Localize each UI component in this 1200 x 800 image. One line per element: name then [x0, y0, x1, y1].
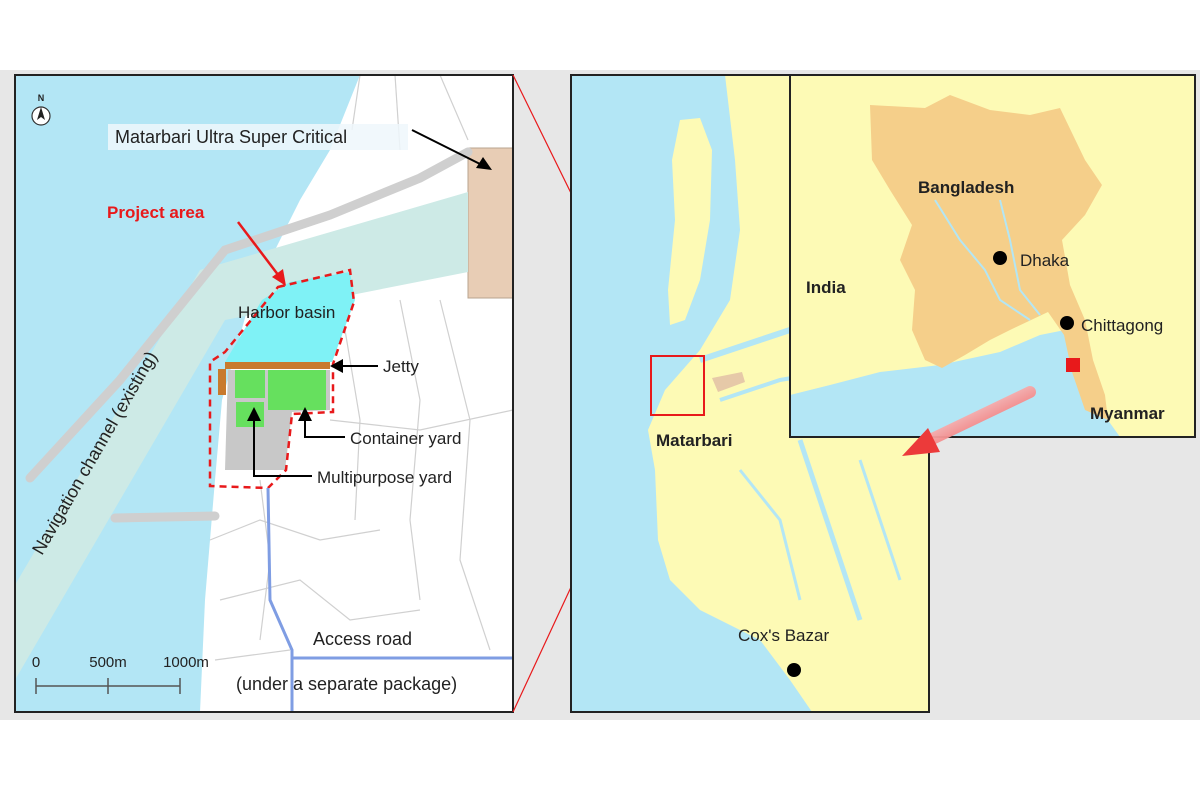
matarbari-location-marker [1066, 358, 1080, 372]
access-road-note: (under a separate package) [236, 674, 457, 694]
access-road-label: Access road [313, 629, 412, 649]
yard-block-west [235, 370, 265, 398]
chittagong-marker [1060, 316, 1074, 330]
power-plant-label-bg [108, 124, 408, 150]
coxs-bazar-label: Cox's Bazar [738, 626, 829, 645]
project-area-label: Project area [107, 203, 205, 222]
coxs-bazar-marker [787, 663, 801, 677]
inset-rivers [934, 199, 1041, 321]
overview-island [668, 118, 712, 325]
south-breakwater [110, 511, 220, 523]
power-plant-label: Matarbari Ultra Super Critical [115, 127, 347, 147]
inset-map-frame [789, 74, 1196, 438]
navigation-channel [15, 192, 468, 680]
detail-map: N Matarbari Ultra Super Critical Project… [15, 75, 513, 712]
container-yard-block [268, 370, 326, 410]
jetty-label: Jetty [383, 357, 419, 376]
multipurpose-yard-label: Multipurpose yard [317, 468, 452, 487]
location-pointer-arrow [902, 386, 1036, 456]
myanmar-label: Myanmar [1090, 404, 1165, 423]
detail-map-frame [14, 74, 514, 713]
jetty [225, 362, 330, 369]
container-yard-label: Container yard [350, 429, 462, 448]
matarbari-highlight [712, 372, 745, 392]
inset-map: Bangladesh India Myanmar Dhaka Chittagon… [790, 75, 1195, 437]
bangladesh-label: Bangladesh [918, 178, 1014, 197]
multipurpose-yard-block [236, 402, 264, 427]
project-area-boundary [208, 268, 356, 490]
annotation-arrows [237, 129, 492, 477]
dhaka-label: Dhaka [1020, 251, 1070, 270]
india-label: India [806, 278, 846, 297]
matarbari-label: Matarbari [656, 431, 733, 450]
chittagong-label: Chittagong [1081, 316, 1163, 335]
north-label: N [38, 93, 45, 103]
harbor-basin [225, 272, 355, 362]
north-arrow-icon [31, 106, 51, 126]
scale-label-1000m: 1000m [163, 654, 209, 671]
jetty-west-arm [218, 369, 226, 395]
matarbari-zoom-box [650, 355, 705, 416]
inset-bay-of-bengal [790, 330, 1120, 437]
harbor-basin-label: Harbor basin [238, 303, 335, 322]
scale-label-0: 0 [32, 654, 40, 671]
scale-label-500m: 500m [89, 654, 127, 671]
scale-bar [35, 678, 181, 694]
bangladesh-shape [870, 95, 1108, 420]
access-road-line [266, 487, 513, 712]
power-plant-area [467, 147, 513, 299]
dhaka-marker [993, 251, 1007, 265]
north-breakwater [25, 147, 473, 483]
